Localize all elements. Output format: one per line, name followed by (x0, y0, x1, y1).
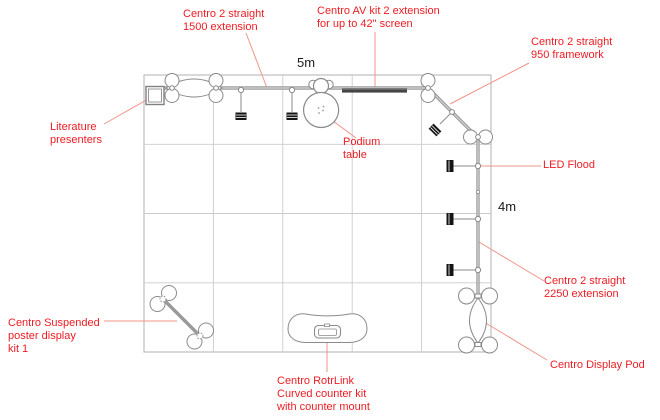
leader-extension-1500 (245, 32, 268, 89)
label-line: table (343, 149, 367, 162)
wall-joint-marker (475, 189, 480, 194)
label-framework-950: Centro 2 straight 950 framework (531, 36, 612, 62)
label-literature-presenters: Literature presenters (50, 121, 102, 147)
label-line: kit 1 (8, 343, 29, 356)
label-line: Centro AV kit 2 extension (317, 5, 440, 17)
leader-extension-2250 (478, 241, 545, 282)
label-suspended-poster: Centro Suspended poster display kit 1 (8, 317, 100, 357)
label-line: presenters (50, 134, 102, 147)
display-pod-shape (458, 287, 498, 354)
diagonal-end-post (463, 129, 493, 145)
podium-table-dots (317, 105, 325, 114)
av-screen-bar (342, 88, 407, 93)
label-line: Centro 2 straight (544, 275, 626, 287)
hanging-flood-2 (286, 86, 298, 120)
label-line: Centro Display Pod (550, 359, 645, 371)
top-wall-lens-graphic (164, 73, 224, 103)
label-led-flood: LED Flood (543, 159, 595, 172)
label-line: 1500 extension (183, 21, 258, 34)
led-flood-2 (446, 213, 482, 225)
label-line: for up to 42" screen (317, 18, 413, 31)
floor-grid (143, 74, 492, 353)
label-line: Literature (50, 121, 97, 133)
label-extension-2250: Centro 2 straight 2250 extension (544, 275, 625, 301)
dimension-depth-4m: 4m (498, 199, 517, 214)
led-flood-1 (446, 160, 482, 172)
label-line: poster display (8, 330, 76, 343)
dimension-width-5m: 5m (297, 55, 316, 70)
label-line: Centro 2 straight (183, 8, 265, 20)
leader-framework-950 (449, 62, 530, 105)
label-line: Centro Suspended (8, 317, 100, 329)
label-line: Podium (343, 136, 381, 148)
label-display-pod: Centro Display Pod (550, 359, 645, 372)
top-wall-lens-posts (164, 73, 224, 103)
label-line: LED Flood (543, 159, 595, 171)
label-line: 950 framework (531, 49, 604, 62)
leader-literature (103, 97, 151, 125)
label-line: with counter mount (277, 401, 370, 414)
label-av-kit: Centro AV kit 2 extension for up to 42" … (317, 5, 440, 31)
diagonal-flood (428, 109, 455, 137)
suspended-poster-kit-shape (149, 285, 214, 350)
label-line: Curved counter kit (277, 388, 367, 401)
hanging-flood-1 (235, 86, 247, 120)
label-line: Centro 2 straight (531, 36, 613, 48)
top-right-corner-post (420, 73, 436, 103)
podium-table-shape (303, 77, 340, 129)
leader-display-pod (478, 318, 548, 361)
label-counter-kit: Centro RotrLink Curved counter kit with … (277, 375, 370, 415)
label-podium-table: Podium table (343, 136, 380, 162)
led-flood-3 (446, 264, 482, 276)
label-line: Centro RotrLink (277, 375, 355, 387)
label-line: 2250 extension (544, 288, 619, 301)
literature-presenters-shape (145, 85, 165, 106)
leader-lines (103, 32, 548, 372)
label-extension-1500: Centro 2 straight 1500 extension (183, 8, 264, 34)
curved-counter-shape (287, 313, 368, 343)
